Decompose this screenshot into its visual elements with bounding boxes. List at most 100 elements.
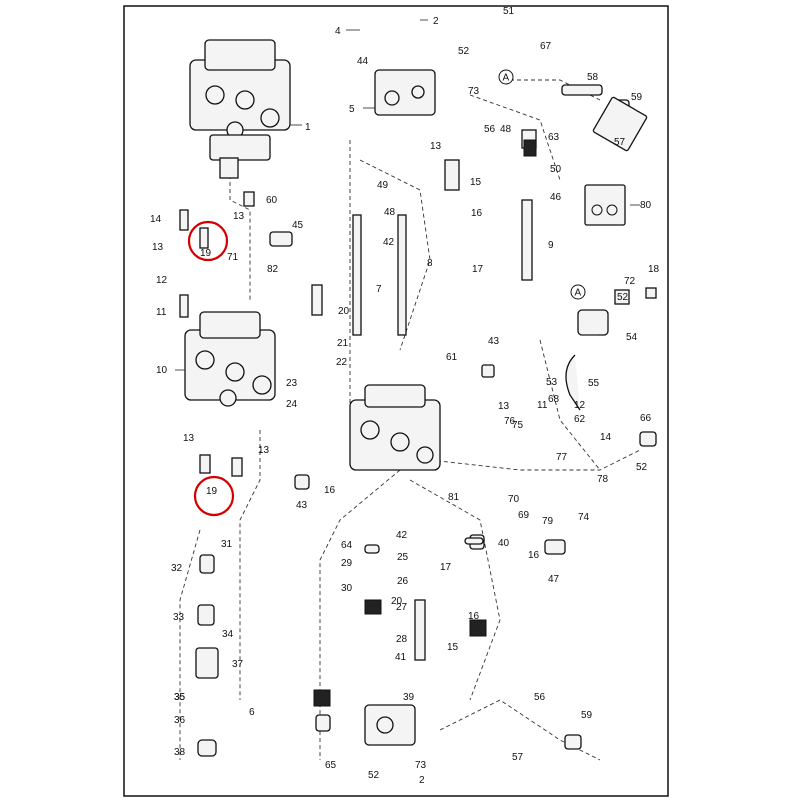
callout-14: 14 bbox=[600, 432, 612, 443]
callout-44: 44 bbox=[357, 56, 369, 67]
callout-labels: 1245678910111213141516171920212223242526… bbox=[150, 6, 660, 786]
callout-65: 65 bbox=[325, 760, 337, 771]
callout-11: 11 bbox=[156, 307, 167, 318]
callout-45: 45 bbox=[292, 220, 304, 231]
callout-10: 10 bbox=[156, 365, 168, 376]
valve-body-middle bbox=[184, 311, 276, 407]
callout-50: 50 bbox=[550, 164, 562, 175]
callout-78: 78 bbox=[597, 474, 609, 485]
seal-kit-box bbox=[584, 184, 626, 226]
callout-58: 58 bbox=[587, 72, 599, 83]
callout-16: 16 bbox=[468, 611, 480, 622]
callout-17: 17 bbox=[440, 562, 452, 573]
callout-16: 16 bbox=[528, 550, 540, 561]
callout-48: 48 bbox=[500, 124, 512, 135]
callout-67: 67 bbox=[540, 41, 552, 52]
callout-30: 30 bbox=[341, 583, 353, 594]
callout-46: 46 bbox=[550, 192, 562, 203]
callout-18: 18 bbox=[648, 264, 660, 275]
callout-57: 57 bbox=[512, 752, 524, 763]
callout-13: 13 bbox=[258, 445, 270, 456]
callout-13: 13 bbox=[152, 242, 164, 253]
marker-a: AA bbox=[498, 69, 586, 300]
callout-63: 63 bbox=[548, 132, 560, 143]
callout-41: 41 bbox=[395, 652, 407, 663]
callout-59: 59 bbox=[581, 710, 593, 721]
callout-77: 77 bbox=[556, 452, 568, 463]
springs bbox=[313, 139, 537, 707]
callout-42: 42 bbox=[383, 237, 395, 248]
callout-5: 5 bbox=[349, 104, 355, 115]
callout-16: 16 bbox=[471, 208, 483, 219]
callout-56: 56 bbox=[484, 124, 496, 135]
callout-69: 69 bbox=[518, 510, 530, 521]
callout-8: 8 bbox=[427, 258, 433, 269]
callout-47: 47 bbox=[548, 574, 560, 585]
highlight-ring-lower bbox=[193, 475, 235, 517]
callout-53: 53 bbox=[546, 377, 558, 388]
highlight-rings bbox=[187, 220, 235, 517]
callout-52: 52 bbox=[617, 292, 629, 303]
callout-74: 74 bbox=[578, 512, 590, 523]
callout-64: 64 bbox=[341, 540, 353, 551]
callout-49: 49 bbox=[377, 180, 389, 191]
callout-26: 26 bbox=[397, 576, 409, 587]
callout-37: 37 bbox=[232, 659, 244, 670]
callout-39: 39 bbox=[403, 692, 415, 703]
callout-43: 43 bbox=[296, 500, 308, 511]
fittings bbox=[179, 84, 657, 757]
callout-24: 24 bbox=[286, 399, 298, 410]
callout-28: 28 bbox=[396, 634, 408, 645]
callout-23: 23 bbox=[286, 378, 298, 389]
callout-52: 52 bbox=[636, 462, 648, 473]
callout-36: 36 bbox=[174, 715, 186, 726]
callout-33: 33 bbox=[173, 612, 185, 623]
callout-6: 6 bbox=[249, 707, 255, 718]
callout-57: 57 bbox=[614, 137, 626, 148]
callout-21: 21 bbox=[337, 338, 349, 349]
callout-27: 27 bbox=[396, 602, 408, 613]
callout-62: 62 bbox=[574, 414, 586, 425]
callout-60: 60 bbox=[266, 195, 278, 206]
callout-54: 54 bbox=[626, 332, 638, 343]
callout-9: 9 bbox=[548, 240, 554, 251]
callout-76: 76 bbox=[504, 416, 516, 427]
callout-29: 29 bbox=[341, 558, 353, 569]
callout-13: 13 bbox=[498, 401, 510, 412]
callout-12: 12 bbox=[156, 275, 168, 286]
bottom-bracket bbox=[364, 704, 416, 746]
highlight-ring-upper bbox=[187, 220, 229, 262]
callout-13: 13 bbox=[430, 141, 442, 152]
callout-34: 34 bbox=[222, 629, 234, 640]
valve-body-top bbox=[189, 39, 291, 179]
callout-20: 20 bbox=[338, 306, 350, 317]
callout-4: 4 bbox=[335, 26, 341, 37]
callout-15: 15 bbox=[447, 642, 459, 653]
callout-82: 82 bbox=[267, 264, 279, 275]
callout-66: 66 bbox=[640, 413, 652, 424]
callout-2: 2 bbox=[433, 16, 439, 27]
callout-17: 17 bbox=[472, 264, 484, 275]
spools bbox=[352, 199, 533, 661]
callout-56: 56 bbox=[534, 692, 546, 703]
callout-2: 2 bbox=[419, 775, 425, 786]
callout-12: 12 bbox=[574, 400, 586, 411]
callout-40: 40 bbox=[498, 538, 510, 549]
callout-11: 11 bbox=[537, 400, 548, 411]
callout-15: 15 bbox=[470, 177, 482, 188]
marker-label: A bbox=[503, 73, 510, 84]
marker-label: A bbox=[575, 288, 582, 299]
leader-lines bbox=[175, 19, 640, 371]
callout-73: 73 bbox=[468, 86, 480, 97]
callout-72: 72 bbox=[624, 276, 636, 287]
callout-35: 35 bbox=[174, 692, 186, 703]
callout-79: 79 bbox=[542, 516, 554, 527]
callout-13: 13 bbox=[183, 433, 195, 444]
callout-80: 80 bbox=[640, 200, 652, 211]
callout-35: 35 bbox=[174, 692, 186, 703]
callout-16: 16 bbox=[324, 485, 336, 496]
callout-48: 48 bbox=[384, 207, 396, 218]
callout-19: 19 bbox=[200, 248, 212, 259]
callout-52: 52 bbox=[368, 770, 380, 781]
